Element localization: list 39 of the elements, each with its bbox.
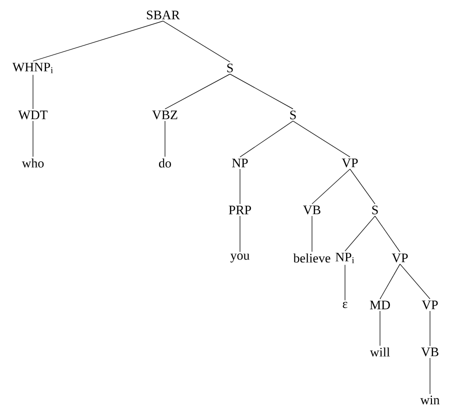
branch-line xyxy=(380,264,400,300)
tree-label: VB xyxy=(303,206,320,214)
branch-line xyxy=(32,20,164,62)
tree-label: SBAR xyxy=(146,10,180,20)
tree-label: S xyxy=(227,64,233,72)
tree-label: believe xyxy=(293,253,330,263)
branch-line xyxy=(164,120,166,158)
branch-line xyxy=(292,120,350,158)
tree-label: VB xyxy=(421,348,438,356)
tree-label: do xyxy=(159,158,171,168)
tree-label: you xyxy=(230,254,250,262)
tree-label: NP$_{i}$ xyxy=(336,252,354,264)
tree-label: MD xyxy=(370,300,390,310)
tree-label: WDT xyxy=(18,110,48,120)
tree-label: VP xyxy=(392,254,408,262)
tree-label: WHNP$_{i}$ xyxy=(12,62,53,74)
tree-label: VP xyxy=(422,300,438,310)
branch-line xyxy=(162,20,230,62)
tree-label: VBZ xyxy=(152,110,178,120)
branch-line xyxy=(400,264,430,300)
branch-line xyxy=(344,216,376,252)
tree-label: win xyxy=(420,396,440,404)
tree-label: ε xyxy=(342,302,348,308)
tree-label: who xyxy=(22,158,44,168)
branch-line xyxy=(240,120,294,158)
branch-line xyxy=(32,74,34,110)
tree-label: will xyxy=(370,347,390,357)
tree-label: PRP xyxy=(228,206,251,214)
tree-label: S xyxy=(290,110,296,120)
branch-line xyxy=(374,216,400,252)
branch-line xyxy=(164,74,230,110)
tree-label: NP xyxy=(232,158,248,168)
branch-line xyxy=(350,168,376,204)
branch-line xyxy=(312,168,350,204)
branch-line xyxy=(344,264,346,300)
branch-line xyxy=(230,74,294,110)
tree-label: S xyxy=(372,206,378,214)
branch-line xyxy=(32,120,34,158)
tree-label: VP xyxy=(342,158,358,168)
